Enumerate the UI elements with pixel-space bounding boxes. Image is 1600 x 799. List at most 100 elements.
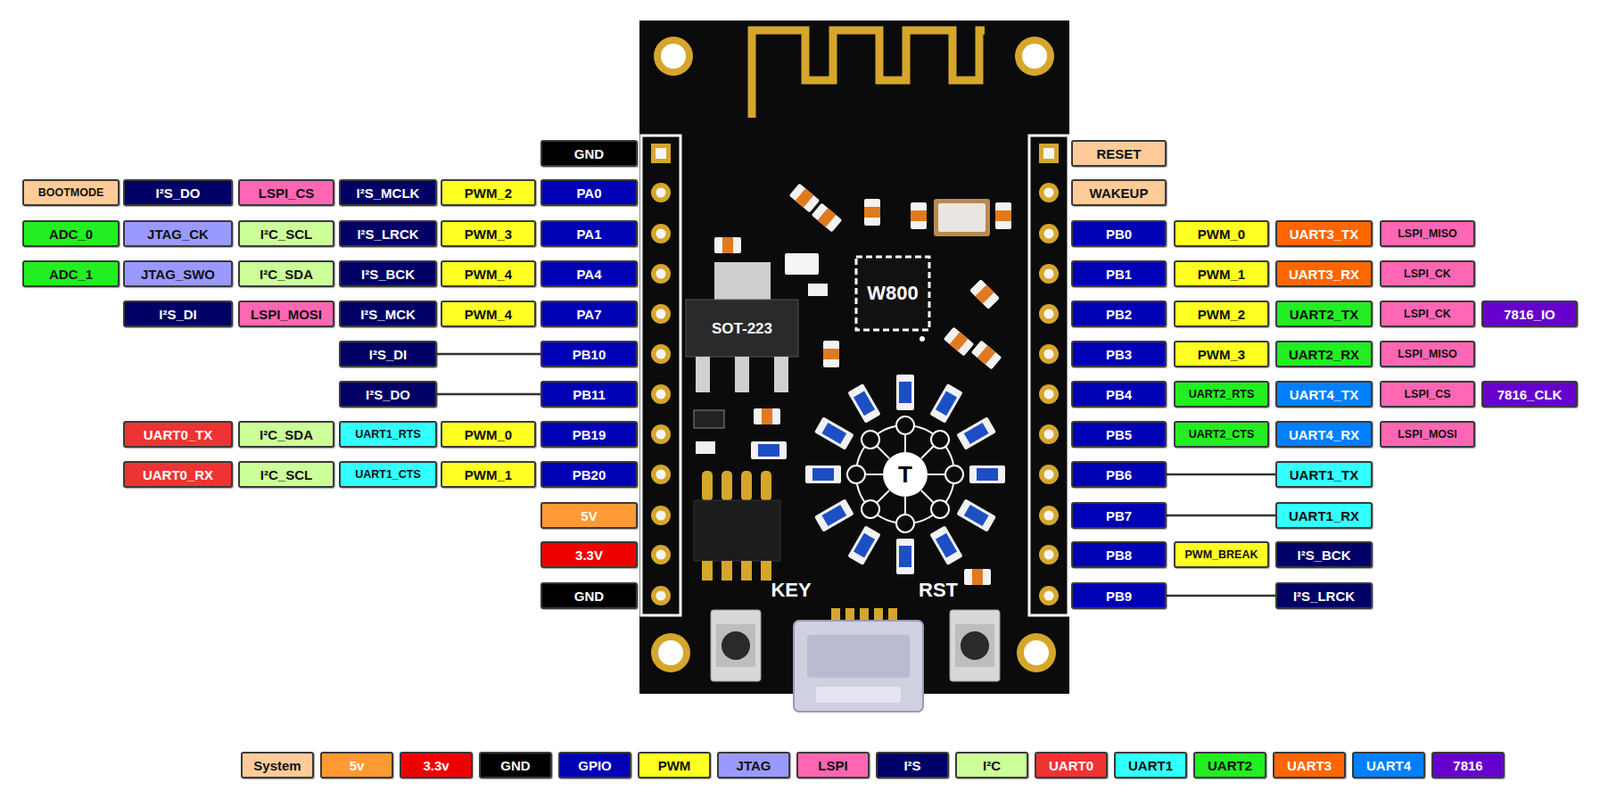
pin-label: PA7 [540,300,638,328]
legend-swatch: UART2 [1193,751,1267,779]
header-pin [651,544,671,565]
mount-hole-ring [651,633,691,673]
header-pin [1039,182,1059,203]
button-body [710,610,761,682]
crystal-body [933,198,990,237]
pin-label: PWM_4 [440,260,537,288]
header-pin [1039,223,1059,244]
touch-node [896,416,915,435]
legend-text: UART1 [1128,758,1173,773]
legend-swatch: GPIO [558,751,632,779]
sot223-leg [734,356,750,393]
pin-text: PB1 [1105,267,1132,281]
pin-label: I²S_MCK [338,300,438,328]
pin-text: I²C_SDA [259,428,314,442]
pin-text: 5V [580,509,597,523]
pin-text: 7816_IO [1503,307,1556,322]
pin-text: I²C_SCL [260,468,313,482]
usb-connector [793,620,924,712]
pin-text: WAKEUP [1089,186,1149,200]
button-body [949,610,1000,682]
touch-spoke [921,445,934,459]
button-frame [955,624,995,668]
pin-text: UART1_CTS [354,469,421,481]
soic-leg [760,560,772,581]
pin-text: UART0_TX [143,428,214,442]
pin-label: UART0_RX [123,461,233,488]
smd-capacitor [929,525,963,566]
pin-label: GND [540,582,638,610]
legend-swatch: UART0 [1034,751,1108,779]
pin-label: I²S_LRCK [1275,582,1373,610]
legend-text: UART3 [1286,758,1332,773]
legend-text: PWM [658,758,692,773]
pin-text: LSPI_CS [1403,388,1451,401]
pin-text: UART2_CTS [1188,428,1255,441]
pin-text: LSPI_MOSI [1397,428,1458,441]
legend-text: I²C [982,758,1001,773]
pin-text: PB3 [1105,347,1132,362]
touch-node [931,500,949,519]
pin-text: PWM_3 [1197,347,1246,362]
pin-label: UART2_CTS [1173,420,1270,448]
header-pin [1039,585,1059,606]
header-pin [1039,544,1059,565]
pin-label: PB6 [1071,461,1167,488]
header-pin [1039,424,1059,445]
smd-small [695,441,716,454]
header-pin [651,505,671,526]
pin-text: PWM_0 [464,428,512,442]
header-outline [641,135,681,616]
crystal-lid [938,203,986,232]
pin-text: PB20 [572,468,607,482]
pin-leader [1166,514,1276,518]
smd-resistor [864,198,881,226]
pin-label: UART1_TX [1275,461,1373,488]
pin-text: I²S_DO [155,186,200,200]
mount-hole-ring [1014,36,1055,76]
header-pin [651,464,671,485]
smd-resistor [753,408,781,425]
touch-node [931,430,949,449]
pin-label: PWM_1 [440,461,537,488]
pin-label: PB1 [1071,260,1167,288]
pin-label: PB10 [540,340,638,368]
header-pin [1039,344,1059,364]
smd-resistor [964,569,991,586]
legend-swatch: UART3 [1272,751,1346,779]
soic-leg [701,560,713,581]
pin-text: I²S_LRCK [356,227,419,241]
pin-label: LSPI_CK [1379,260,1476,288]
header-pin [1039,263,1059,284]
pcb-antenna [751,30,985,118]
pin-label: UART3_RX [1275,260,1373,288]
pin-label: I²S_LRCK [338,220,438,248]
smd-capacitor [814,498,855,532]
smd-capacitor [956,416,997,450]
pin-label: PWM_2 [440,179,537,207]
smd-resistor [969,279,1000,310]
pin-text: I²S_DI [369,347,408,362]
header-outline [1029,135,1069,616]
legend-text: System [253,758,301,773]
soic-leg [721,560,733,581]
touch-spoke [921,490,934,504]
smd-capacitor [896,538,915,575]
pin-text: UART4_RX [1288,428,1360,442]
pin-text: I²S_DI [158,307,198,322]
pin-label: PB0 [1071,220,1167,248]
pin-label: LSPI_MOSI [1379,420,1476,448]
sot223-tab [714,262,771,300]
touch-node [861,500,880,519]
legend-text: 5v [349,758,365,773]
pin-label: UART1_RX [1275,502,1373,529]
touch-spoke [876,445,890,459]
legend-swatch: 3.3v [399,751,473,779]
pin-text: PWM_4 [464,267,512,281]
legend-swatch: 7816 [1431,751,1505,779]
pin-text: ADC_1 [49,267,93,281]
pin-label: UART4_TX [1275,380,1373,408]
smd-capacitor [956,498,997,532]
pin-text: 7816_CLK [1497,387,1563,402]
pin-text: RESET [1096,147,1141,161]
